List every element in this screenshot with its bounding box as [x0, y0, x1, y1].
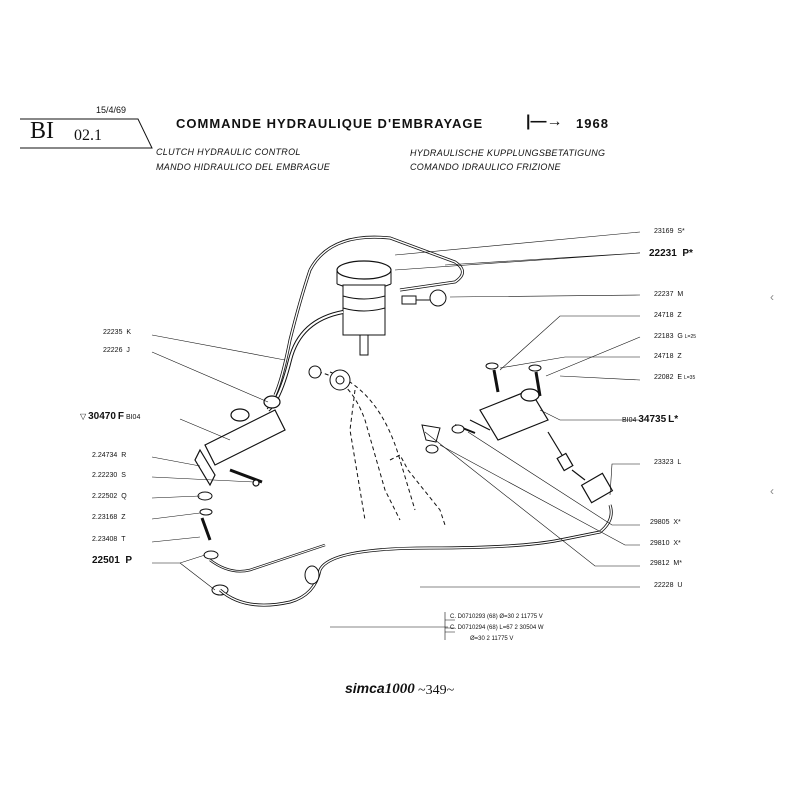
- clips: [421, 424, 465, 454]
- callout-22228: 22228 U: [654, 582, 683, 589]
- callout-29812: 29812 M*: [650, 560, 682, 567]
- callout-24734: 2.24734 R: [92, 452, 127, 459]
- callout-23323: 23323 L: [654, 459, 682, 466]
- seal-kit: [197, 491, 229, 596]
- slave-cylinder: [454, 388, 549, 441]
- callout-22237: 22237 M: [654, 291, 684, 298]
- sheet-code: BI: [30, 118, 54, 144]
- title-french: COMMANDE HYDRAULIQUE D'EMBRAYAGE: [176, 116, 484, 131]
- footer-brand: simca1000: [345, 680, 415, 697]
- title-english: CLUTCH HYDRAULIC CONTROL: [156, 147, 301, 157]
- title-german: HYDRAULISCHE KUPPLUNGSBETATIGUNG: [410, 148, 606, 158]
- callout-23168: 2.23168 Z: [92, 514, 126, 521]
- title-spanish: MANDO HIDRAULICO DEL EMBRAGUE: [156, 162, 331, 172]
- variant-table: C. D0710293 (68) Ø=30 2 11775 V C. D0710…: [450, 612, 544, 645]
- title-italian: COMANDO IDRAULICO FRIZIONE: [410, 162, 561, 172]
- callout-23169: 23169 S*: [654, 228, 685, 235]
- variant-row: Ø=30 2 11775 V: [470, 636, 514, 642]
- callout-22082: 22082 E L=35: [654, 374, 696, 381]
- callout-22183: 22183 G L=25: [654, 333, 697, 340]
- callout-29810: 29810 X*: [650, 540, 681, 547]
- margin-mark: ‹: [770, 290, 774, 304]
- pipe-clip: [304, 565, 320, 585]
- page-number: ~349~: [418, 683, 455, 698]
- bleed-screws: [485, 362, 542, 397]
- callout-24718-a: 24718 Z: [654, 312, 682, 319]
- fluid-reservoir: [336, 260, 392, 356]
- leader-lines: [151, 231, 641, 640]
- title-arrow: |—→: [526, 113, 563, 130]
- variant-row: C. D0710294 (68) L=67 2 30504 W: [450, 625, 544, 631]
- callout-29805: 29805 X*: [650, 519, 681, 526]
- sheet-code-box: [20, 118, 153, 149]
- master-cylinder: [194, 395, 286, 487]
- callout-34735: BI04 34735 L*: [622, 414, 679, 425]
- margin-mark: ‹: [770, 484, 774, 498]
- callout-22230: 2.22230 S: [92, 472, 126, 479]
- callout-23408: 2.23408 T: [92, 536, 126, 543]
- hose-connector: [401, 289, 447, 307]
- sheet-date: 15/4/69: [96, 105, 127, 115]
- callout-22235: 22235 K: [103, 329, 132, 336]
- callout-30470: ▽ 30470 F BI04: [80, 411, 141, 422]
- variant-row: C. D0710293 (68) Ø=30 2 11775 V: [450, 614, 543, 620]
- callout-22501: 22501 P: [92, 555, 133, 566]
- pedal-bracket: [308, 365, 351, 391]
- callout-22502: 2.22502 Q: [92, 493, 127, 500]
- callout-22226: 22226 J: [103, 347, 130, 354]
- upper-pipe: [308, 235, 464, 292]
- clutch-pedal: [317, 371, 446, 526]
- lower-pipe: [219, 504, 613, 607]
- callout-22231: 22231 P*: [649, 248, 693, 259]
- callout-24718-b: 24718 Z: [654, 353, 682, 360]
- push-rod: [547, 431, 614, 504]
- sheet-sub: 02.1: [74, 127, 102, 144]
- title-year: 1968: [576, 116, 609, 131]
